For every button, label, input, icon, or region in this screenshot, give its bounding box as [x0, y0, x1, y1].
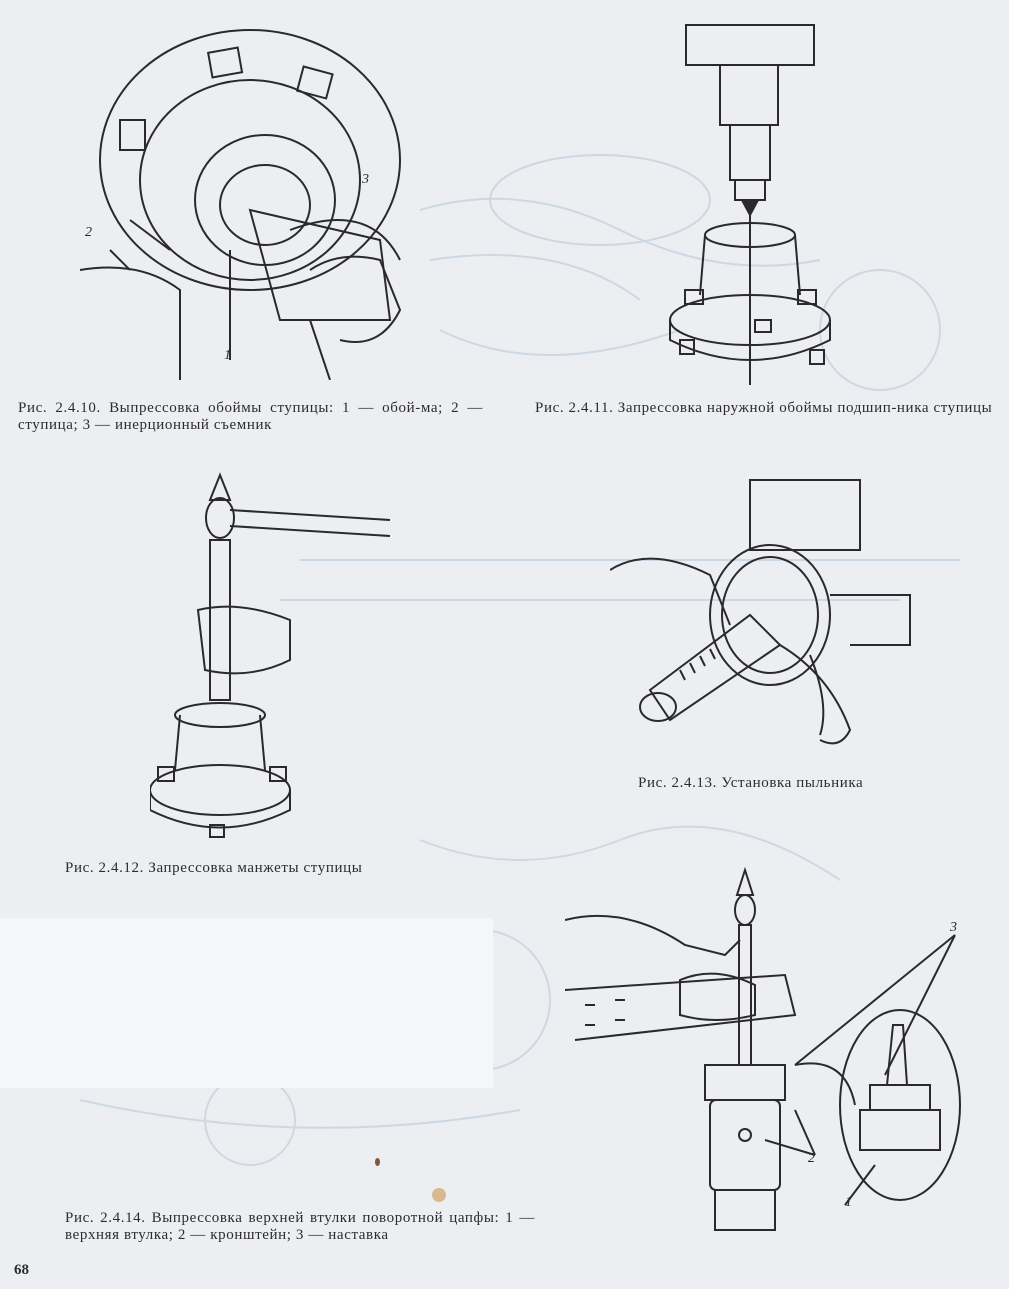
figure-2-4-14-illustration: 3 2 1 [565, 865, 995, 1245]
fig-2-4-14-label-1: 1 [845, 1195, 852, 1210]
figure-2-4-14-caption: Рис. 2.4.14. Выпрессовка верхней втулки … [65, 1210, 535, 1243]
fig-2-4-14-label-2: 2 [808, 1151, 815, 1166]
fig-2-4-14-label-3: 3 [950, 920, 957, 935]
figure-2-4-13-illustration [610, 475, 920, 760]
fig-2-4-10-label-1: 1 [224, 348, 231, 363]
figure-2-4-10-caption: Рис. 2.4.10. Выпрессовка обоймы ступицы:… [18, 400, 483, 433]
figure-2-4-13-caption: Рис. 2.4.13. Установка пыльника [638, 775, 864, 791]
blank-area [0, 918, 493, 1088]
figure-2-4-12-caption: Рис. 2.4.12. Запрессовка манжеты ступицы [65, 860, 363, 876]
figure-2-4-12-illustration [150, 470, 410, 840]
paper-stain [432, 1188, 446, 1202]
paper-stain [375, 1158, 380, 1166]
figure-2-4-10-illustration: 3 2 1 [80, 20, 420, 380]
page-number: 68 [14, 1262, 29, 1278]
figure-2-4-11-caption: Рис. 2.4.11. Запрессовка наружной обоймы… [535, 400, 993, 416]
fig-2-4-10-label-3: 3 [362, 172, 369, 187]
figure-2-4-11-illustration [650, 20, 850, 390]
fig-2-4-10-label-2: 2 [85, 225, 92, 240]
